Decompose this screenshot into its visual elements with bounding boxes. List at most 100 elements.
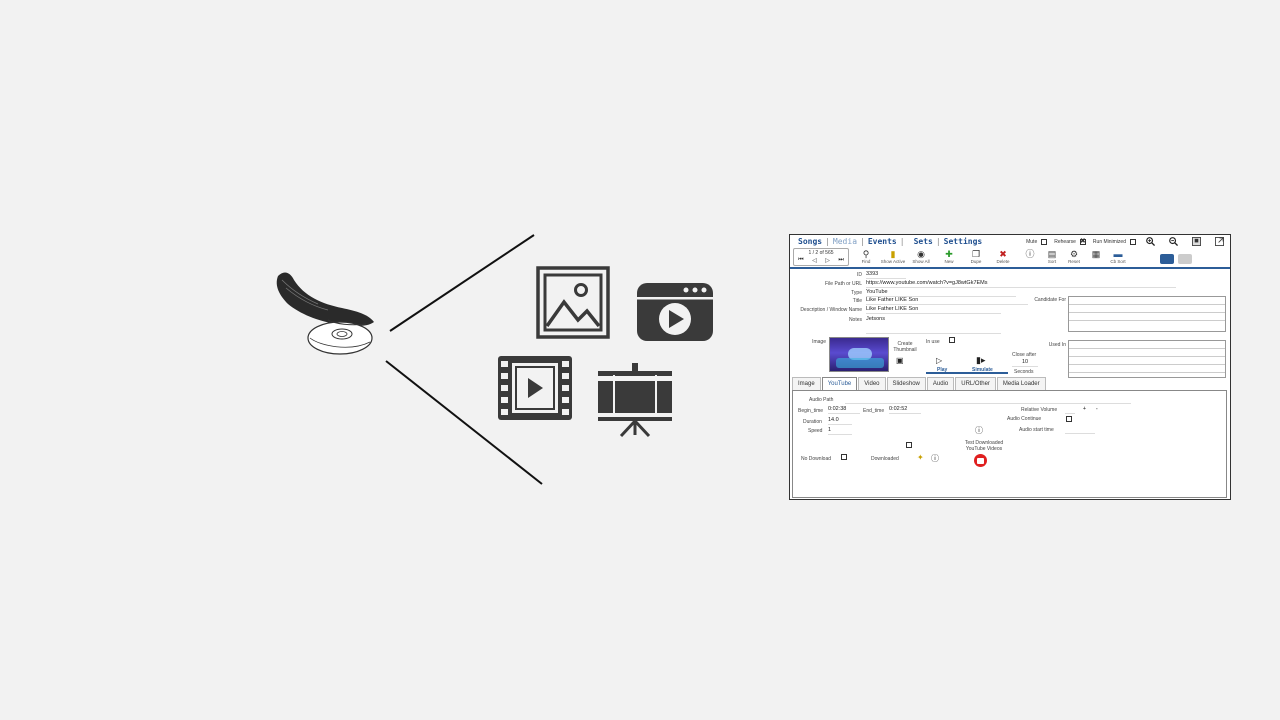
seconds-label: Seconds [1014, 369, 1034, 375]
tab-youtube[interactable]: YouTube [821, 377, 858, 390]
last-record-icon[interactable]: ⏭ [838, 257, 844, 263]
nav-settings[interactable]: Settings [943, 237, 983, 246]
show-all-button[interactable]: ◉Show All [907, 249, 935, 264]
delete-button[interactable]: ✖Delete [989, 249, 1017, 264]
id-label: ID [857, 272, 862, 278]
mute-checkbox[interactable] [1041, 238, 1048, 245]
list-view-button[interactable] [1178, 254, 1192, 264]
new-button[interactable]: ✚New [935, 249, 963, 264]
used-in-list[interactable] [1068, 340, 1226, 378]
simulate-label[interactable]: Simulate [972, 367, 993, 373]
in-use-checkbox[interactable] [949, 337, 955, 343]
description-label: Description / Window Name [800, 307, 862, 313]
tab-url-other[interactable]: URL/Other [955, 377, 996, 390]
tab-audio[interactable]: Audio [926, 377, 955, 390]
no-download-label: No Download [801, 456, 832, 462]
no-download-checkbox[interactable] [841, 454, 847, 460]
find-button[interactable]: ⚲Find [852, 249, 880, 264]
fullscreen-icon[interactable] [1215, 237, 1224, 246]
type-field[interactable]: YouTube [866, 289, 1016, 297]
image-label: Image [812, 339, 826, 345]
record-navigator: 1 / 2 of 565 ⏮ ◁ ▷ ⏭ [793, 248, 849, 266]
type-label: Type [851, 290, 862, 296]
first-record-icon[interactable]: ⏮ [798, 257, 804, 263]
prev-record-icon[interactable]: ◁ [812, 258, 817, 264]
downloaded-label: Downloaded [871, 456, 899, 462]
reset-button[interactable]: ⚙Reset [1060, 249, 1088, 264]
begin-time-field[interactable]: 0:02:38 [828, 406, 860, 414]
notes-field[interactable]: Jetsons [866, 316, 1001, 334]
zoom-in-icon[interactable] [1146, 237, 1155, 246]
info-button[interactable]: ⓘ [1016, 249, 1044, 259]
description-field[interactable]: Like Father LIKE Son [866, 306, 1001, 314]
audio-path-label: Audio Path [809, 397, 834, 403]
title-label: Title [852, 298, 862, 304]
create-thumbnail-label: Create Thumbnail [893, 341, 917, 353]
gear-icon: ⚙ [1069, 249, 1079, 259]
volume-up-icon[interactable]: + [1083, 406, 1086, 412]
tab-slideshow[interactable]: Slideshow [886, 377, 926, 390]
audio-continue-checkbox[interactable] [1066, 416, 1072, 422]
tab-image[interactable]: Image [792, 377, 821, 390]
tab-media-loader[interactable]: Media Loader [996, 377, 1046, 390]
speed-field[interactable]: 1 [828, 427, 852, 435]
info-icon: ⓘ [1025, 249, 1035, 259]
youtube-panel: Audio Path Begin_time 0:02:38 End_time 0… [792, 390, 1227, 498]
youtube-icon[interactable] [974, 454, 987, 467]
slideshow-icon [598, 363, 672, 438]
end-time-field[interactable]: 0:02:52 [889, 406, 921, 414]
path-field[interactable]: https://www.youtube.com/watch?v=gJ8wtGk7… [866, 280, 1176, 288]
zoom-out-icon[interactable] [1169, 237, 1178, 246]
grid-icon: ▦ [1091, 249, 1101, 259]
nav-options: Mute Rehearse Run Minimized [1026, 237, 1224, 246]
duration-field[interactable]: 14.0 [828, 417, 852, 425]
nav-sets[interactable]: Sets [913, 237, 933, 246]
used-in-label: Used In [1048, 342, 1066, 348]
audio-path-field[interactable] [845, 396, 1131, 404]
window-mode-icon[interactable] [1192, 237, 1201, 246]
sort-icon: ▤ [1047, 249, 1057, 259]
tab-video[interactable]: Video [858, 377, 886, 390]
rehearse-checkbox[interactable] [1079, 237, 1086, 245]
title-field[interactable]: Like Father LIKE Son [866, 297, 1028, 305]
question-icon[interactable]: ⓘ [931, 454, 939, 463]
sort-button[interactable]: ▤Sort [1038, 249, 1066, 264]
run-minimized-checkbox[interactable] [1130, 238, 1136, 245]
magnifier-icon: ⚲ [862, 249, 870, 259]
nav-media[interactable]: Media [832, 237, 858, 246]
volume-down-icon[interactable]: - [1096, 406, 1098, 412]
youtube-player-icon [637, 283, 713, 341]
toolbar-divider [790, 267, 1230, 269]
id-field[interactable]: 3393 [866, 271, 906, 279]
play-icon[interactable]: ▷ [936, 356, 943, 365]
nav-events[interactable]: Events [867, 237, 897, 246]
media-editor-window: Songs | Media | Events | Sets | Settings… [789, 234, 1231, 500]
clean-icon[interactable]: ✦ [917, 453, 924, 462]
next-record-icon[interactable]: ▷ [825, 258, 830, 264]
form-view-button[interactable] [1160, 254, 1174, 264]
dupe-button[interactable]: ❐Dupe [962, 249, 990, 264]
mute-label: Mute [1026, 238, 1038, 245]
grid-button[interactable]: ▦ [1082, 249, 1110, 259]
audio-start-label: Audio start time [1019, 427, 1054, 433]
help-icon[interactable]: ⓘ [975, 426, 983, 435]
download-flag-checkbox[interactable] [906, 442, 912, 448]
begin-time-label: Begin_time [798, 408, 824, 414]
candidate-list[interactable] [1068, 296, 1226, 332]
show-active-button[interactable]: ▮Show Active [880, 249, 906, 264]
audio-start-field[interactable] [1065, 426, 1095, 434]
media-thumbnail[interactable] [829, 337, 889, 372]
main-nav: Songs | Media | Events | Sets | Settings [798, 237, 983, 246]
eye-icon: ◉ [917, 249, 925, 259]
relative-volume-field[interactable] [1065, 406, 1075, 414]
copy-icon: ❐ [971, 249, 981, 259]
video-camera-icon[interactable]: ▮▸ [976, 355, 986, 365]
nav-songs[interactable]: Songs [798, 237, 823, 246]
close-after-field[interactable]: 10 [1012, 359, 1038, 367]
media-tabs: Image YouTube Video Slideshow Audio URL/… [792, 377, 1047, 391]
film-icon [498, 356, 572, 420]
cb-sort-button[interactable]: ▬Cb Sort [1104, 249, 1132, 264]
play-label[interactable]: Play [937, 367, 948, 373]
camera-icon[interactable]: ▣ [896, 356, 904, 365]
